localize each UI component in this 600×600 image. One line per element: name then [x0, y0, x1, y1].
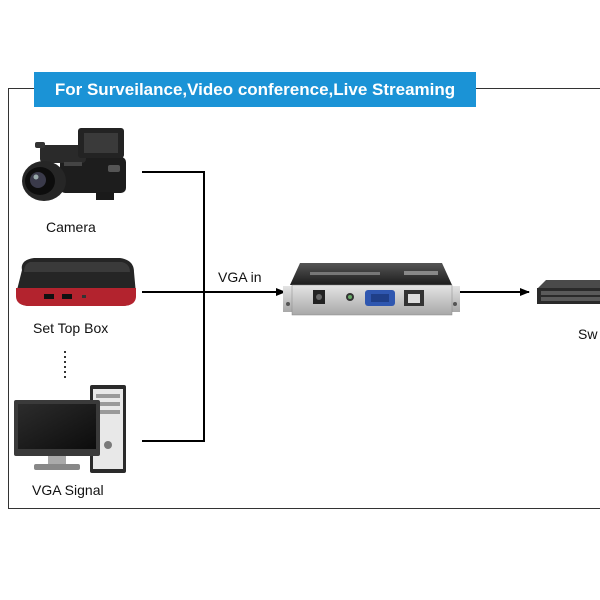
- banner-title: For Surveilance,Video conference,Live St…: [34, 72, 476, 107]
- vga-signal-label: VGA Signal: [32, 482, 104, 498]
- network-switch-icon: [537, 280, 600, 304]
- connector-lines: [142, 171, 530, 442]
- set-top-box-label: Set Top Box: [33, 320, 109, 336]
- camera-label: Camera: [46, 219, 96, 235]
- switch-label: Sw: [578, 326, 598, 342]
- computer-icon: [14, 385, 126, 473]
- more-sources-dots: [64, 351, 66, 378]
- vga-in-label: VGA in: [218, 269, 262, 285]
- vga-encoder-icon: [283, 263, 460, 316]
- bracket-line: [142, 171, 205, 442]
- video-camera-icon: [22, 128, 126, 201]
- set-top-box-icon: [16, 258, 136, 306]
